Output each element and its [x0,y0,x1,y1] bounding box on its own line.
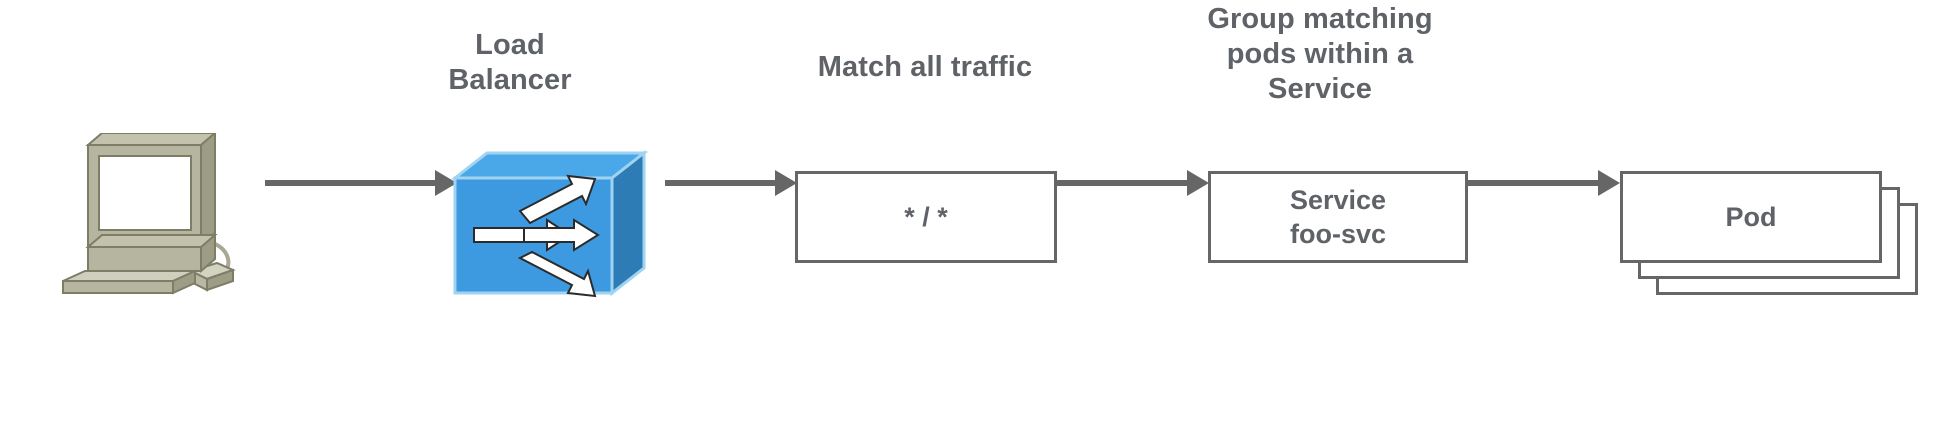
rule-box[interactable]: * / * [795,171,1057,263]
pod-box[interactable]: Pod [1620,171,1882,263]
load-balancer-cube-icon [452,150,672,298]
group-matching-pods-caption: Group matching pods within a Service [1207,3,1433,105]
match-all-traffic-caption: Match all traffic [817,51,1033,83]
connector-rule-to-service [1057,170,1209,196]
pod-stack: Pod [1620,171,1918,295]
desktop-computer-icon [55,133,295,318]
connector-load-balancer-to-rule [665,170,797,196]
connector-service-to-pods [1468,170,1620,196]
service-box[interactable]: Service foo-svc [1208,171,1468,263]
load-balancer-caption: Load Balancer [448,29,572,96]
